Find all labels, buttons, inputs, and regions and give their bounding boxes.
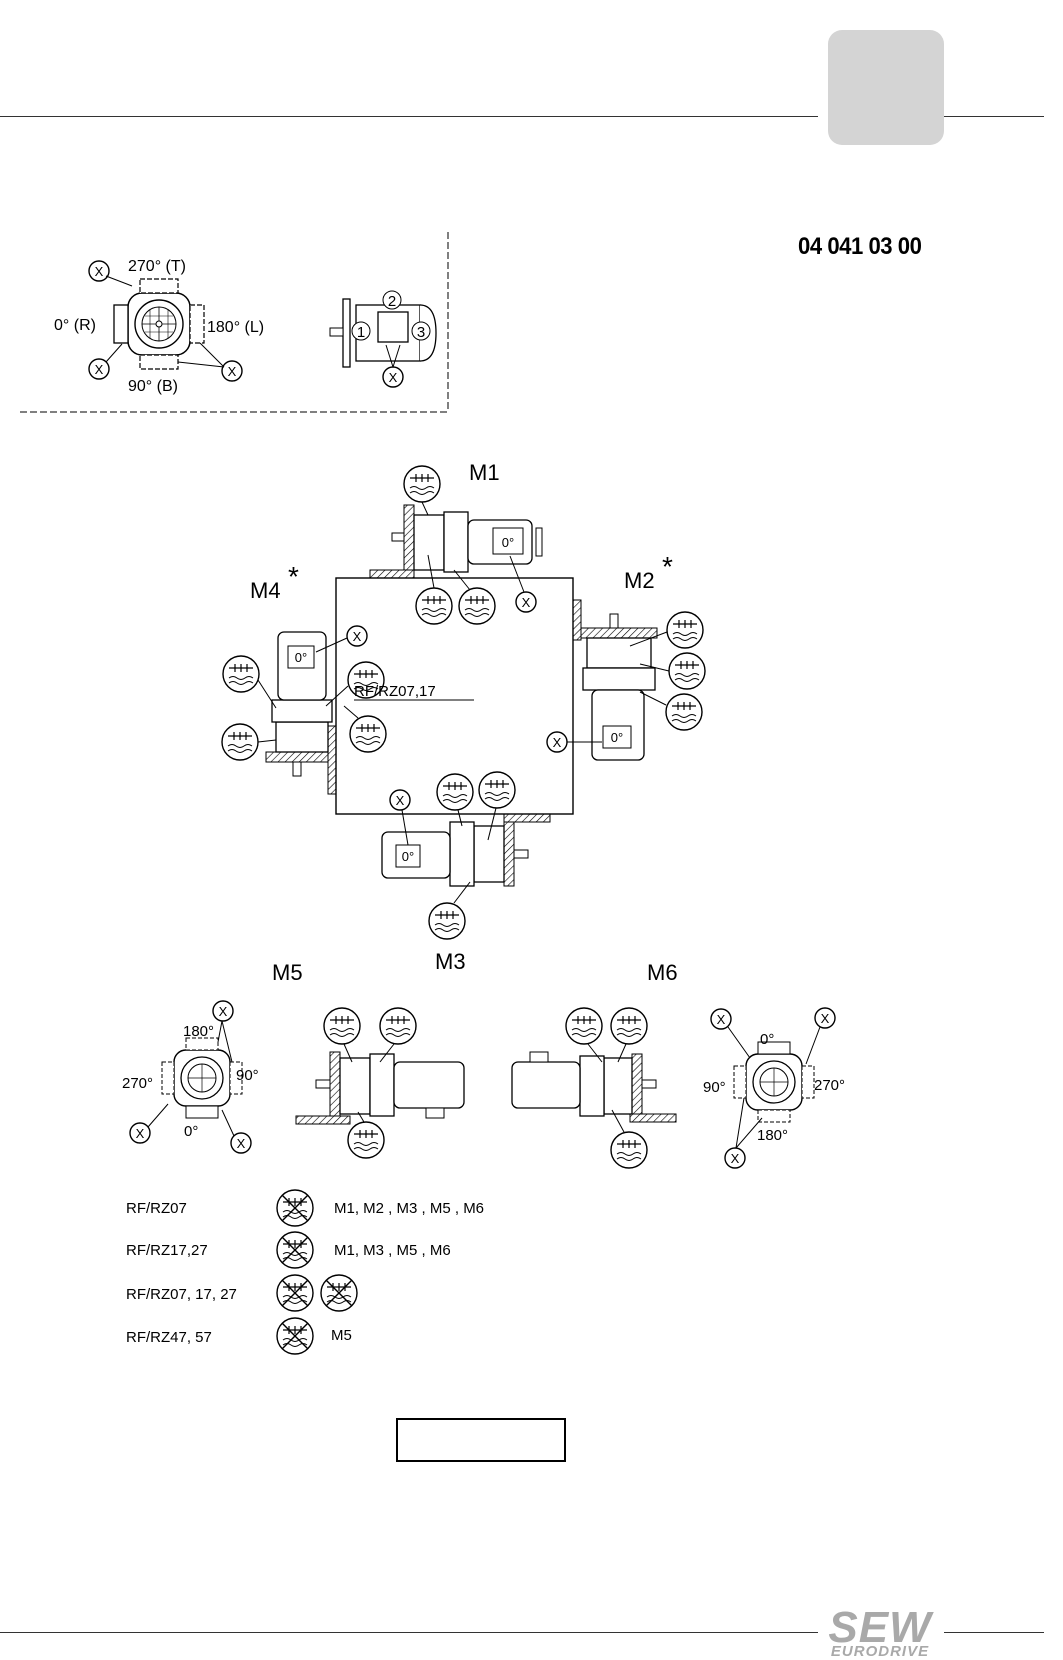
m6-angle-180: 180° — [757, 1127, 788, 1144]
x-marker: X — [389, 370, 398, 385]
terminal-box-detail: X X X 270° (T) 0° (R) 180° (L) 90° (B) 2… — [20, 232, 449, 413]
m1-label: M1 — [469, 460, 500, 485]
cable-entry-side-view: 2 1 3 X — [329, 290, 437, 388]
m5-angle-270: 270° — [122, 1075, 153, 1092]
m2-star: * — [662, 551, 673, 582]
m3-label: M3 — [435, 949, 466, 974]
pos-180-label: 180° (L) — [207, 319, 264, 336]
entry-number: 3 — [417, 324, 425, 341]
legend-positions: M1, M2 , M3 , M5 , M6 — [334, 1200, 484, 1217]
x-marker: X — [95, 362, 104, 377]
footer-rule-left — [0, 1632, 818, 1633]
header-rule-left — [0, 116, 818, 117]
m6-angle-90: 90° — [703, 1079, 726, 1096]
legend-type: RF/RZ07 — [126, 1200, 187, 1217]
legend-type: RF/RZ17,27 — [126, 1242, 208, 1259]
entry-number: 2 — [388, 293, 396, 310]
legend: RF/RZ07 M1, M2 , M3 , M5 , M6 RF/RZ17,27… — [126, 1190, 484, 1354]
x-marker: X — [228, 364, 237, 379]
legend-type: RF/RZ47, 57 — [126, 1329, 212, 1346]
m5-side-view — [295, 1051, 465, 1125]
m5-angle-180: 180° — [183, 1023, 214, 1040]
terminal-zero-label: 0° — [611, 730, 623, 745]
m2-gearmotor: 0° — [572, 599, 658, 761]
x-marker: X — [136, 1126, 145, 1141]
central-mounting-diagram: 0° M1 X 0° M2 * X — [221, 460, 706, 974]
x-marker: X — [717, 1012, 726, 1027]
document-number: 04 041 03 00 — [798, 233, 922, 260]
m2-label: M2 — [624, 568, 655, 593]
blank-label-box — [396, 1418, 566, 1462]
m5-angle-90: 90° — [236, 1067, 259, 1084]
terminal-zero-label: 0° — [295, 650, 307, 665]
x-marker: X — [219, 1004, 228, 1019]
terminal-zero-label: 0° — [502, 535, 514, 550]
entry-number: 1 — [357, 324, 365, 341]
legend-positions: M5 — [331, 1327, 352, 1344]
m6-angle-0: 0° — [760, 1031, 774, 1048]
chapter-tab — [828, 30, 944, 145]
m6-label: M6 — [647, 960, 678, 985]
x-marker: X — [353, 629, 362, 644]
m6-angle-270: 270° — [814, 1077, 845, 1094]
m4-gearmotor: 0° — [265, 631, 337, 795]
m5-label: M5 — [272, 960, 303, 985]
m4-star: * — [288, 561, 299, 592]
rf-rz-note: RF/RZ07,17 — [354, 683, 436, 700]
legend-type: RF/RZ07, 17, 27 — [126, 1286, 237, 1303]
m6-side-view — [511, 1051, 677, 1123]
x-marker: X — [237, 1136, 246, 1151]
pos-270-label: 270° (T) — [128, 258, 186, 275]
x-marker: X — [553, 735, 562, 750]
m1-gearmotor: 0° — [369, 504, 543, 579]
terminal-zero-label: 0° — [402, 849, 414, 864]
m5-angle-0: 0° — [184, 1123, 198, 1140]
m4-label: M4 — [250, 578, 281, 603]
x-marker: X — [95, 264, 104, 279]
x-marker: X — [396, 793, 405, 808]
header-rule-right — [944, 116, 1044, 117]
footer-rule-right — [944, 1632, 1044, 1633]
x-marker: X — [731, 1151, 740, 1166]
legend-positions: M1, M3 , M5 , M6 — [334, 1242, 451, 1259]
pos-0-label: 0° (R) — [54, 317, 96, 334]
x-marker: X — [522, 595, 531, 610]
motor-end-view — [113, 278, 205, 370]
m6-end-view: 0° 90° 270° 180° X X X — [703, 1007, 845, 1169]
m5-end-view: 180° 270° 90° 0° X X X — [122, 1000, 259, 1154]
pos-90-label: 90° (B) — [128, 378, 178, 395]
x-marker: X — [821, 1011, 830, 1026]
m3-gearmotor: 0° — [381, 813, 551, 887]
